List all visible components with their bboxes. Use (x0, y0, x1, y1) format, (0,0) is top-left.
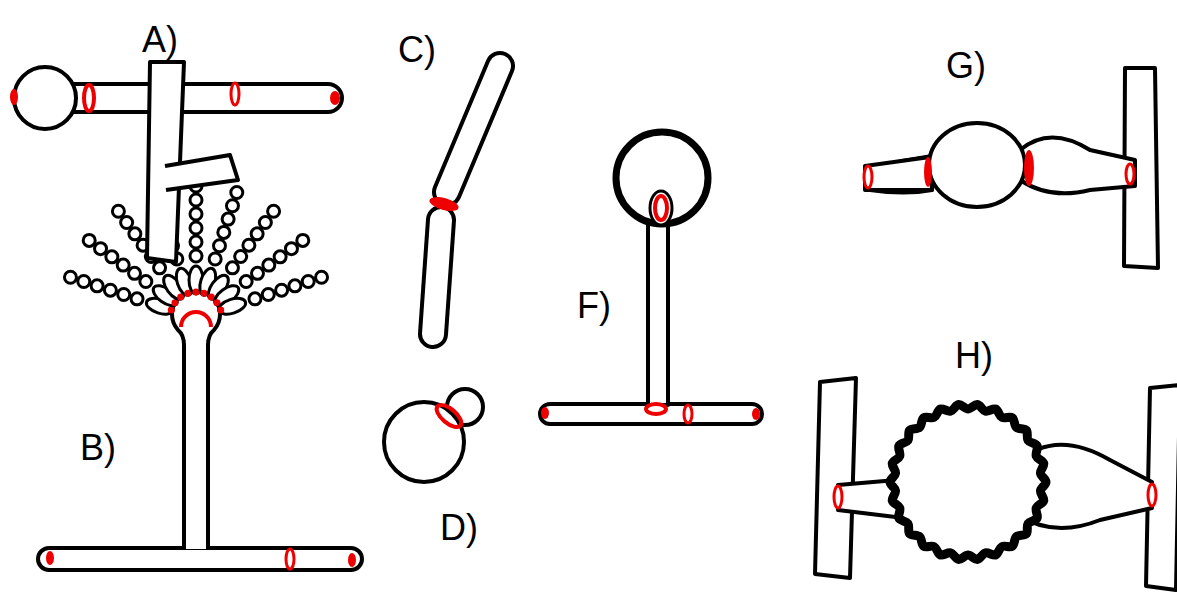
conidium (240, 276, 252, 288)
conidium (106, 251, 118, 263)
conidium (95, 243, 107, 255)
conidium (235, 251, 247, 263)
conidium (218, 226, 230, 238)
conidium (140, 276, 152, 288)
conidium (104, 284, 116, 296)
conidium (259, 217, 271, 229)
conidium (117, 259, 129, 271)
conidium (274, 251, 286, 263)
panel-label: G) (946, 48, 986, 84)
conidium (226, 262, 238, 274)
conidium (268, 205, 280, 217)
conidium (118, 289, 130, 301)
conidium (190, 208, 202, 220)
panel-label: H) (955, 338, 993, 374)
panel-label: D) (440, 510, 478, 546)
conidium (129, 228, 141, 240)
conidium (131, 293, 143, 305)
hyphal-fragment-figure (428, 66, 500, 334)
septum-ring (1148, 484, 1156, 506)
septum-mark (168, 306, 175, 313)
conidium (249, 293, 261, 305)
conidium (154, 262, 166, 274)
panel-label: F) (577, 288, 611, 324)
zygospore-wall (890, 405, 1046, 560)
conidium (289, 280, 301, 292)
conidium (251, 228, 263, 240)
sporangiophore-figure (540, 132, 762, 424)
conidium (64, 271, 76, 283)
conidium (83, 234, 95, 246)
conidium (263, 259, 275, 271)
conidium (231, 186, 243, 198)
conidium (251, 267, 263, 279)
conidium (112, 205, 124, 217)
budding-yeast-figure (384, 389, 483, 482)
conidium (91, 280, 103, 292)
conidiophore-figure (38, 180, 362, 570)
conidium (226, 200, 238, 212)
conidium (222, 213, 234, 225)
septum-ring (834, 486, 842, 508)
conidium (285, 243, 297, 255)
conidium (190, 250, 202, 262)
conidium (190, 194, 202, 206)
conidium (129, 267, 141, 279)
conidium (209, 253, 221, 265)
conidium (190, 236, 202, 248)
conidium (276, 284, 288, 296)
conidium (297, 234, 309, 246)
zygospore-figure (815, 378, 1177, 590)
conidium (78, 276, 90, 288)
panel-label: B) (80, 430, 116, 466)
progametangia-figure (147, 62, 1158, 268)
conidium (243, 239, 255, 251)
conidium (302, 276, 314, 288)
conidium (316, 271, 328, 283)
conidium (121, 217, 133, 229)
conidium (190, 222, 202, 234)
conidium (262, 289, 274, 301)
panel-label: C) (398, 32, 436, 68)
panel-label: A) (142, 22, 178, 58)
septum-mark (217, 306, 224, 313)
phialide (217, 295, 248, 317)
septum-mark (201, 290, 208, 297)
conidium (213, 240, 225, 252)
